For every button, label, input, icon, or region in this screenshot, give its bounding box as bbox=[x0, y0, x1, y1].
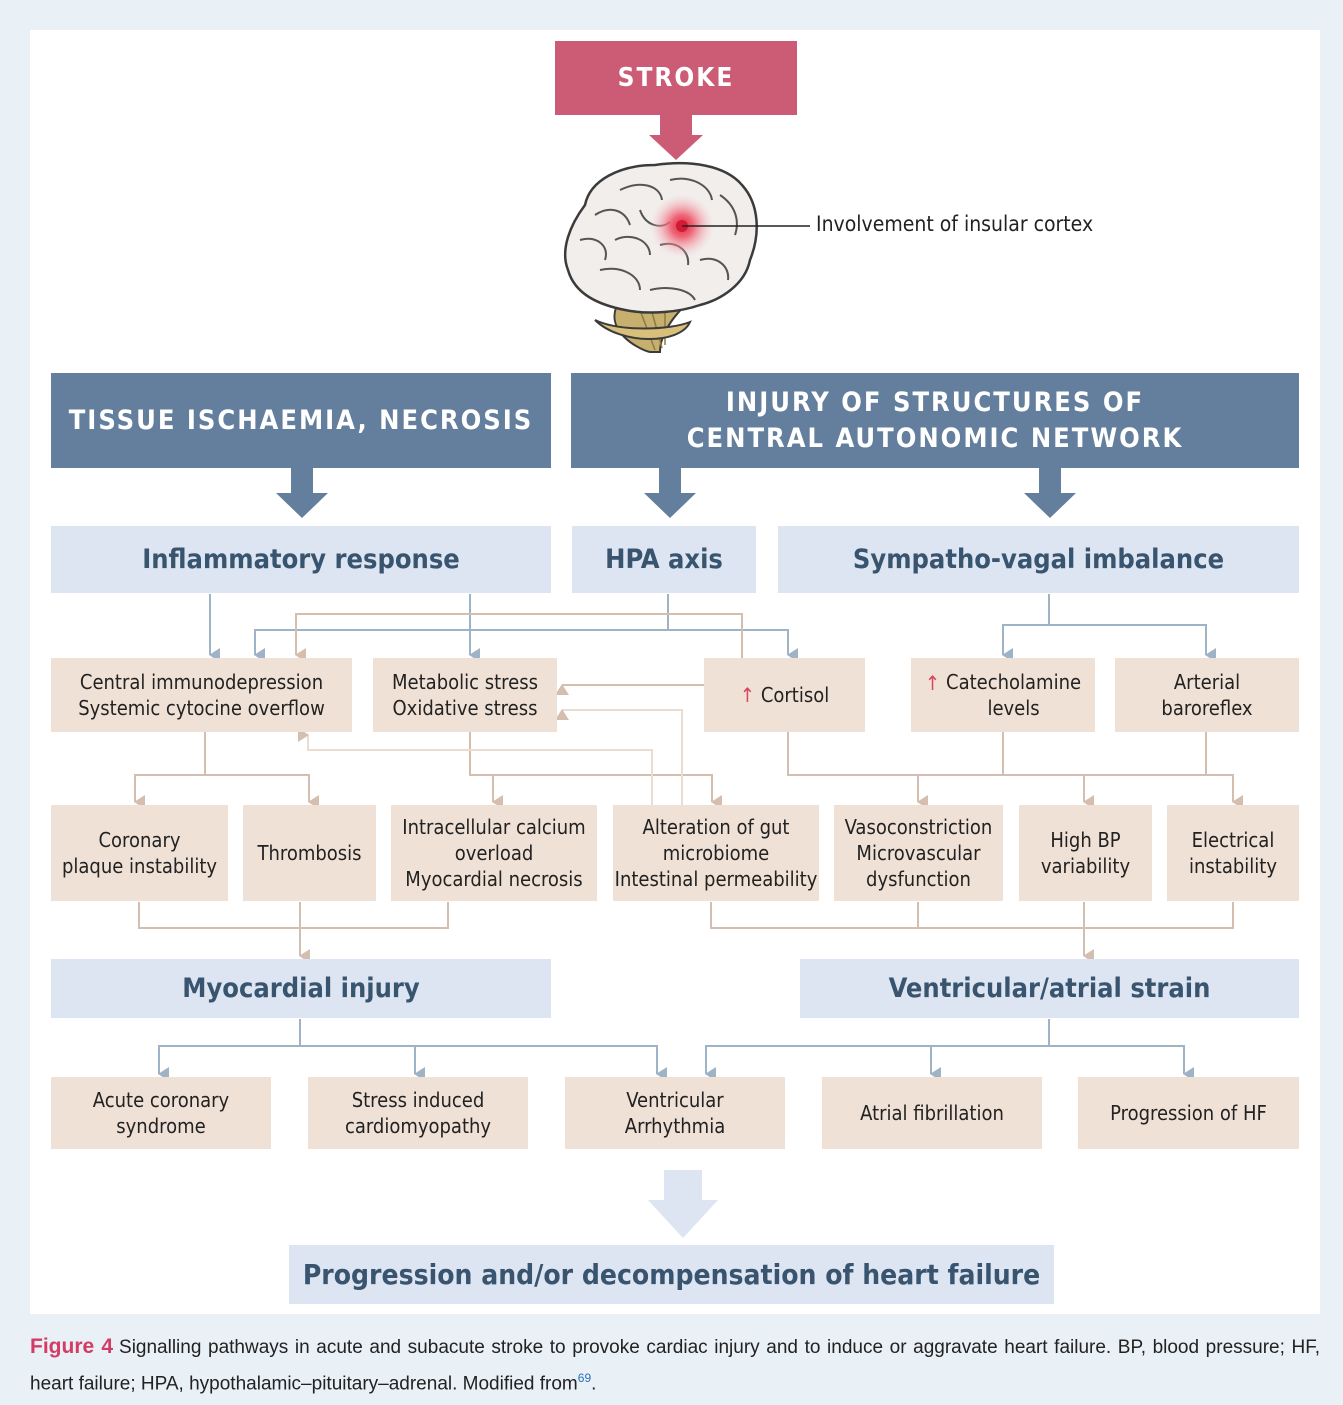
hpa-axis-box: HPA axis bbox=[572, 526, 756, 593]
calcium-overload-box: Intracellular calcium overload Myocardia… bbox=[391, 805, 597, 901]
up-arrow-icon: ↑ bbox=[924, 671, 940, 695]
vasoconstriction-box: Vasoconstriction Microvascular dysfuncti… bbox=[834, 805, 1003, 901]
catecholamine-label: Catecholamine levels bbox=[946, 670, 1082, 720]
autonomic-network-header: INJURY OF STRUCTURES OF CENTRAL AUTONOMI… bbox=[571, 373, 1299, 468]
caption-reference: 69 bbox=[577, 1371, 592, 1385]
bp-variability-box: High BP variability bbox=[1019, 805, 1152, 901]
metabolic-stress-box: Metabolic stress Oxidative stress bbox=[373, 658, 557, 732]
myocardial-injury-box: Myocardial injury bbox=[51, 959, 551, 1018]
progression-hf-box: Progression of HF bbox=[1078, 1077, 1299, 1149]
coronary-plaque-box: Coronary plaque instability bbox=[51, 805, 228, 901]
cortisol-box: ↑Cortisol bbox=[704, 658, 865, 732]
tissue-ischaemia-header: TISSUE ISCHAEMIA, NECROSIS bbox=[51, 373, 551, 468]
thrombosis-box: Thrombosis bbox=[243, 805, 376, 901]
central-immunodepression-box: Central immunodepression Systemic cytoci… bbox=[51, 658, 352, 732]
up-arrow-icon: ↑ bbox=[739, 683, 755, 707]
arterial-baroreflex-box: Arterial baroreflex bbox=[1115, 658, 1299, 732]
insular-cortex-label: Involvement of insular cortex bbox=[816, 212, 1094, 236]
cortisol-label: Cortisol bbox=[760, 683, 830, 707]
final-outcome-box: Progression and/or decompensation of hea… bbox=[289, 1245, 1054, 1304]
catecholamine-box: ↑Catecholamine levels bbox=[911, 658, 1095, 732]
acute-coronary-box: Acute coronary syndrome bbox=[51, 1077, 271, 1149]
caption-end: . bbox=[591, 1373, 597, 1395]
ventricular-atrial-strain-box: Ventricular/atrial strain bbox=[800, 959, 1299, 1018]
sympatho-vagal-box: Sympatho-vagal imbalance bbox=[778, 526, 1299, 593]
electrical-instability-box: Electrical instability bbox=[1167, 805, 1299, 901]
stroke-box: STROKE bbox=[555, 41, 797, 115]
gut-microbiome-box: Alteration of gut microbiome Intestinal … bbox=[613, 805, 819, 901]
caption-text: Signalling pathways in acute and subacut… bbox=[30, 1337, 1320, 1395]
stress-cardiomyopathy-box: Stress induced cardiomyopathy bbox=[308, 1077, 528, 1149]
figure-label: Figure 4 bbox=[30, 1335, 114, 1358]
ventricular-arrhythmia-box: Ventricular Arrhythmia bbox=[565, 1077, 785, 1149]
atrial-fibrillation-box: Atrial fibrillation bbox=[822, 1077, 1042, 1149]
inflammatory-response-box: Inflammatory response bbox=[51, 526, 551, 593]
